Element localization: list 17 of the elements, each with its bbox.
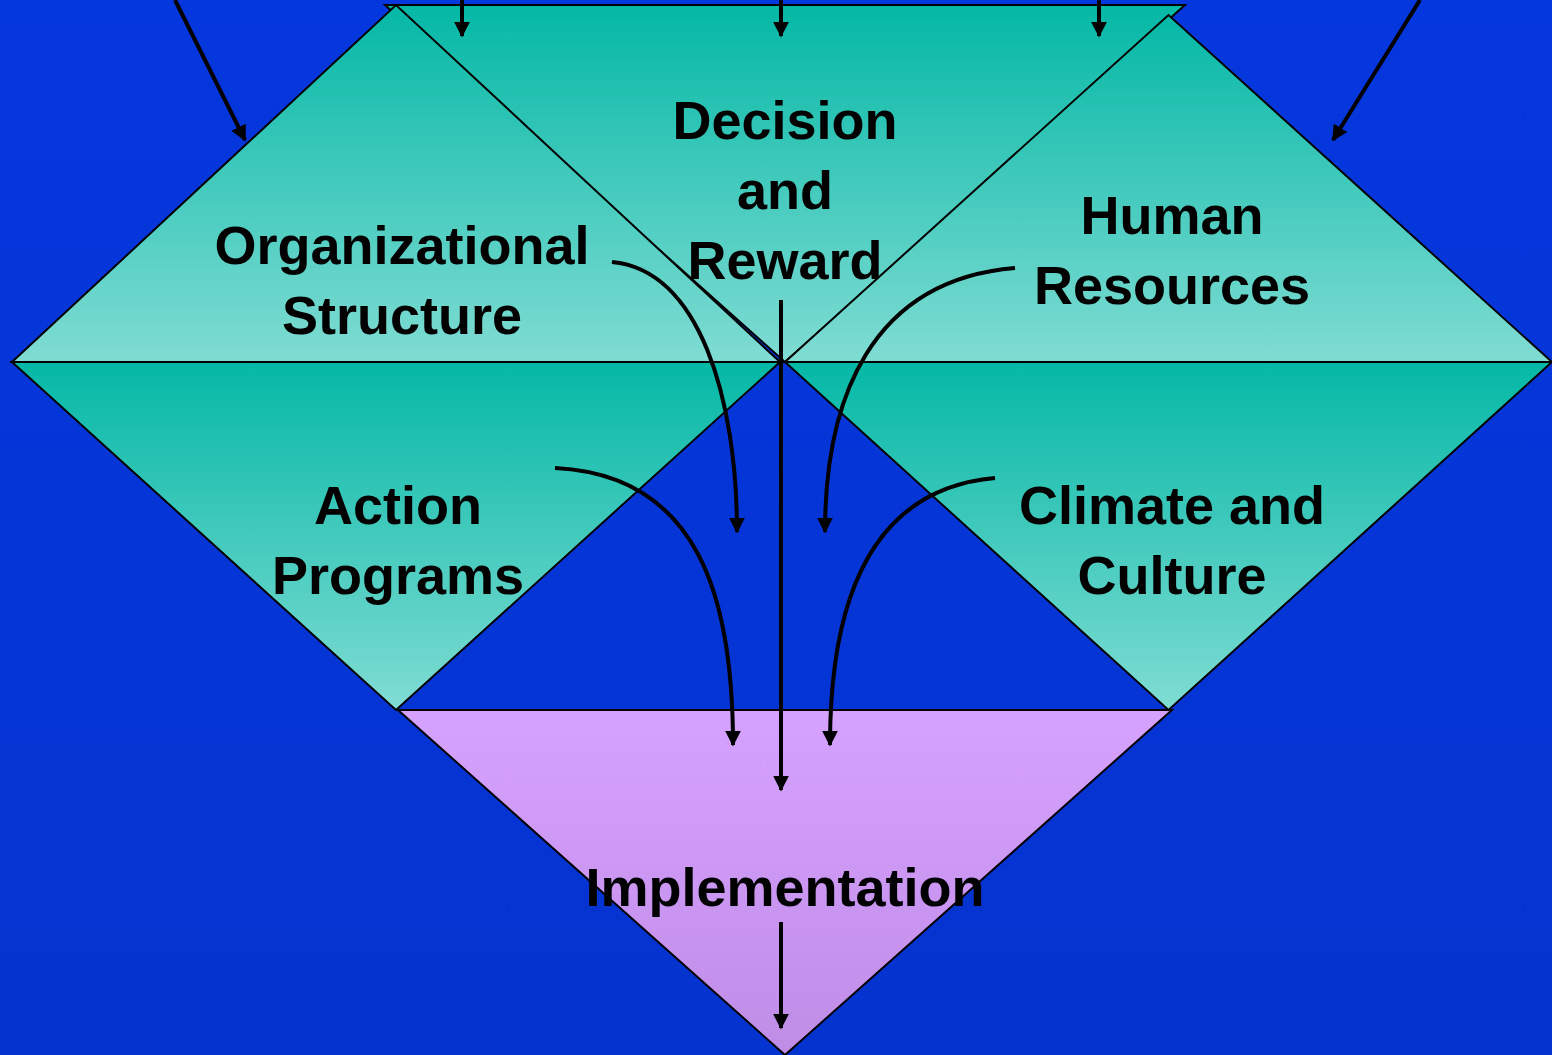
arrow	[454, 0, 470, 38]
node-label: Climate and Culture	[1017, 474, 1327, 607]
arrow	[1331, 0, 1422, 142]
arrow	[173, 0, 247, 142]
arrow	[773, 0, 789, 38]
node-label: Human Resources	[1032, 184, 1312, 317]
arrow	[817, 266, 1016, 534]
arrow	[611, 260, 745, 534]
arrow	[822, 476, 996, 747]
arrow	[773, 922, 789, 1030]
node-label: Implementation	[584, 856, 986, 919]
arrow	[554, 466, 741, 747]
arrow	[1091, 0, 1107, 38]
arrow	[773, 300, 789, 792]
node-label: Action Programs	[270, 474, 526, 607]
node-label: Organizational Structure	[213, 214, 591, 347]
node-label: Decision and Reward	[671, 89, 899, 292]
